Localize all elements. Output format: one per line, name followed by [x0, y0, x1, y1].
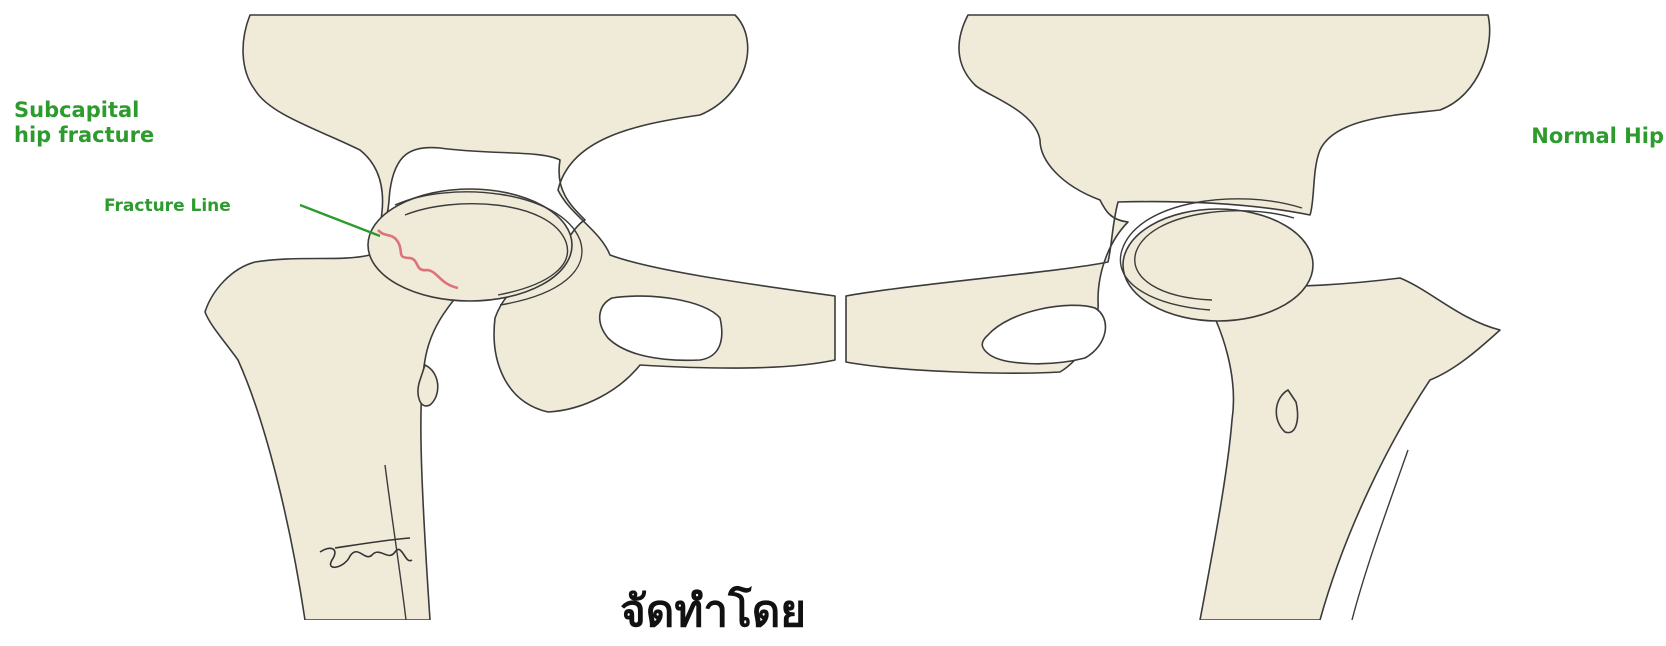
- subcapital-fracture-label: Subcapital hip fracture: [14, 98, 154, 148]
- right-femur: [1200, 278, 1500, 620]
- normal-hip-label: Normal Hip: [1531, 124, 1664, 148]
- hip-diagram: [0, 0, 1666, 620]
- subcapital-label-line2: hip fracture: [14, 123, 154, 148]
- fracture-line-label: Fracture Line: [104, 196, 231, 216]
- subcapital-label-line1: Subcapital: [14, 98, 154, 123]
- caption-text: จัดทำโดย: [620, 576, 806, 646]
- right-femoral-head: [1123, 209, 1313, 321]
- left-femur: [205, 254, 462, 620]
- fracture-leader-line: [300, 205, 380, 236]
